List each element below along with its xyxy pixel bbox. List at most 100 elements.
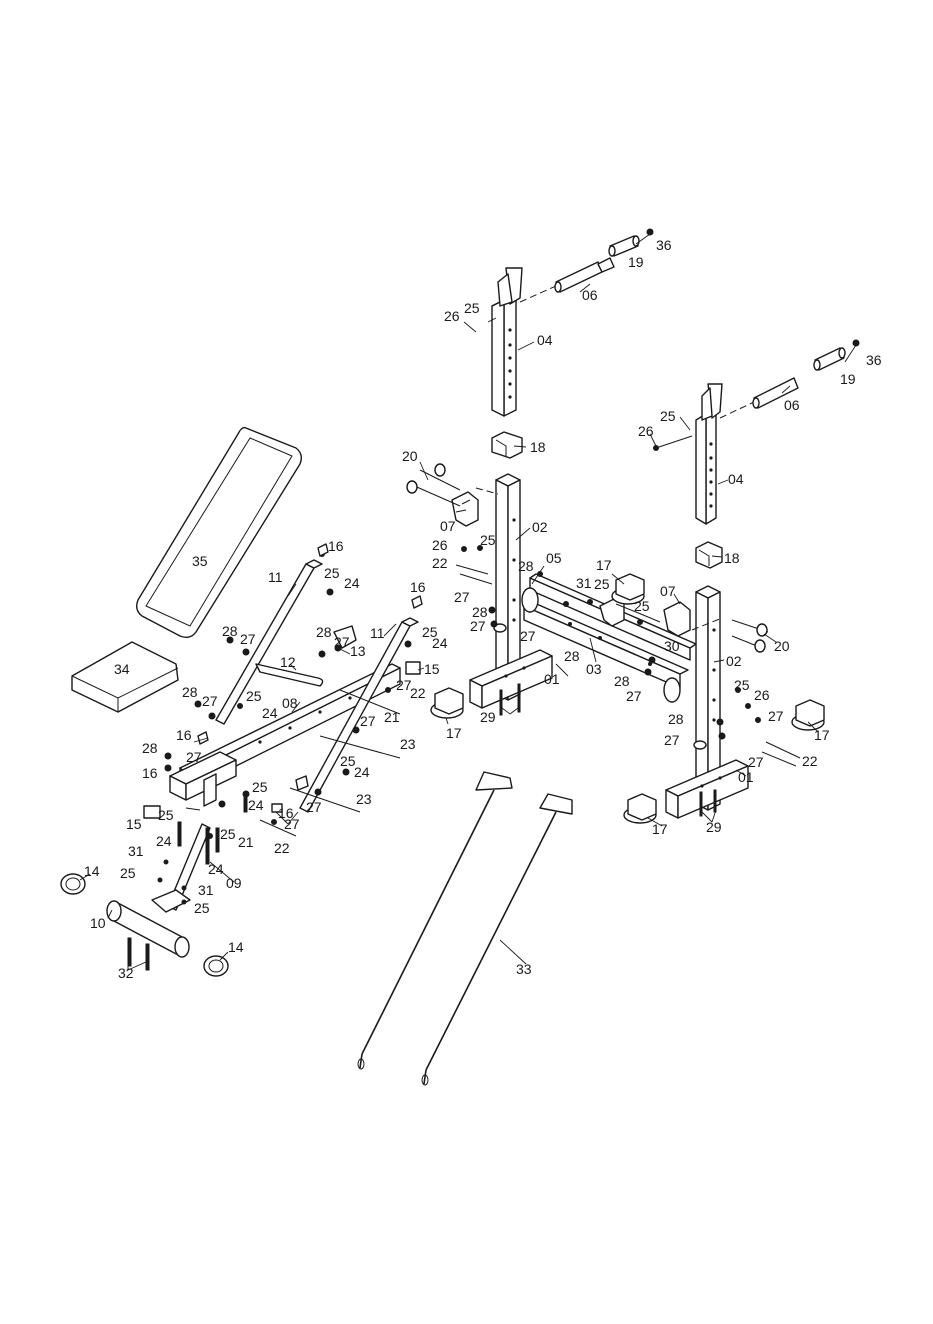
pull-cable-left bbox=[357, 771, 513, 1070]
label-28: 28 bbox=[222, 623, 238, 639]
label-31: 31 bbox=[576, 575, 592, 591]
label-25: 25 bbox=[422, 624, 438, 640]
label-28: 28 bbox=[142, 740, 158, 756]
label-24: 24 bbox=[208, 861, 224, 877]
label-25: 25 bbox=[324, 565, 340, 581]
label-24: 24 bbox=[156, 833, 172, 849]
seat-support-12 bbox=[255, 663, 324, 687]
label-10: 10 bbox=[90, 915, 106, 931]
label-17: 17 bbox=[446, 725, 462, 741]
label-17: 17 bbox=[596, 557, 612, 573]
label-22: 22 bbox=[802, 753, 818, 769]
label-36: 36 bbox=[866, 352, 882, 368]
label-28: 28 bbox=[564, 648, 580, 664]
front-foot-10 bbox=[106, 900, 190, 958]
label-25: 25 bbox=[594, 576, 610, 592]
label-25: 25 bbox=[464, 300, 480, 316]
label-24: 24 bbox=[248, 797, 264, 813]
label-28: 28 bbox=[614, 673, 630, 689]
label-13: 13 bbox=[350, 643, 366, 659]
label-26: 26 bbox=[432, 537, 448, 553]
label-28: 28 bbox=[518, 558, 534, 574]
bar-sleeve-right bbox=[653, 339, 860, 451]
label-25: 25 bbox=[252, 779, 268, 795]
foot-cap-17-d bbox=[623, 793, 657, 824]
label-27: 27 bbox=[396, 677, 412, 693]
label-27: 27 bbox=[768, 708, 784, 724]
label-35: 35 bbox=[192, 553, 208, 569]
label-24: 24 bbox=[432, 635, 448, 651]
label-25: 25 bbox=[120, 865, 136, 881]
label-25: 25 bbox=[246, 688, 262, 704]
label-16: 16 bbox=[328, 538, 344, 554]
label-25: 25 bbox=[660, 408, 676, 424]
leader-lines bbox=[79, 233, 857, 971]
label-29: 29 bbox=[706, 819, 722, 835]
foot-cap-17-a bbox=[611, 573, 645, 605]
label-25: 25 bbox=[734, 677, 750, 693]
label-26: 26 bbox=[444, 308, 460, 324]
crossbar-lower bbox=[521, 587, 689, 703]
label-27: 27 bbox=[284, 816, 300, 832]
plug-18-right bbox=[695, 541, 723, 569]
label-24: 24 bbox=[262, 705, 278, 721]
label-01: 01 bbox=[544, 671, 560, 687]
label-25: 25 bbox=[158, 807, 174, 823]
label-07: 07 bbox=[440, 518, 456, 534]
label-16: 16 bbox=[278, 805, 294, 821]
label-06: 06 bbox=[582, 287, 598, 303]
main-post-right bbox=[693, 585, 721, 811]
label-06: 06 bbox=[784, 397, 800, 413]
back-pad bbox=[135, 426, 303, 639]
label-27: 27 bbox=[664, 732, 680, 748]
label-23: 23 bbox=[356, 791, 372, 807]
foot-cap-17-c bbox=[791, 699, 825, 731]
label-27: 27 bbox=[334, 634, 350, 650]
label-18: 18 bbox=[530, 439, 546, 455]
label-27: 27 bbox=[186, 749, 202, 765]
label-22: 22 bbox=[274, 840, 290, 856]
label-23: 23 bbox=[400, 736, 416, 752]
label-22: 22 bbox=[432, 555, 448, 571]
label-33: 33 bbox=[516, 961, 532, 977]
label-20: 20 bbox=[774, 638, 790, 654]
label-21: 21 bbox=[384, 709, 400, 725]
label-16: 16 bbox=[176, 727, 192, 743]
label-04: 04 bbox=[728, 471, 744, 487]
rack-hardware bbox=[406, 463, 801, 817]
label-14: 14 bbox=[228, 939, 244, 955]
label-27: 27 bbox=[202, 693, 218, 709]
label-19: 19 bbox=[840, 371, 856, 387]
label-32: 32 bbox=[118, 965, 134, 981]
label-16: 16 bbox=[142, 765, 158, 781]
label-26: 26 bbox=[754, 687, 770, 703]
label-25: 25 bbox=[480, 532, 496, 548]
label-02: 02 bbox=[532, 519, 548, 535]
label-27: 27 bbox=[748, 754, 764, 770]
label-14: 14 bbox=[84, 863, 100, 879]
label-28: 28 bbox=[316, 624, 332, 640]
label-09: 09 bbox=[226, 875, 242, 891]
bar-sleeve-left bbox=[519, 228, 654, 303]
label-27: 27 bbox=[520, 628, 536, 644]
label-04: 04 bbox=[537, 332, 553, 348]
label-12: 12 bbox=[280, 654, 296, 670]
label-11: 11 bbox=[268, 569, 283, 585]
label-25: 25 bbox=[194, 900, 210, 916]
label-16: 16 bbox=[410, 579, 426, 595]
label-21: 21 bbox=[238, 834, 254, 850]
label-05: 05 bbox=[546, 550, 562, 566]
bracket-30 bbox=[599, 597, 661, 627]
label-18: 18 bbox=[724, 550, 740, 566]
label-29: 29 bbox=[480, 709, 496, 725]
backrest-rail-left bbox=[215, 559, 323, 725]
label-34: 34 bbox=[114, 661, 130, 677]
foot-cap-17-b bbox=[430, 687, 464, 719]
label-25: 25 bbox=[340, 753, 356, 769]
label-24: 24 bbox=[354, 764, 370, 780]
label-36: 36 bbox=[656, 237, 672, 253]
label-27: 27 bbox=[470, 618, 486, 634]
end-cap-14-left bbox=[60, 873, 86, 895]
upper-post-right bbox=[695, 383, 723, 525]
